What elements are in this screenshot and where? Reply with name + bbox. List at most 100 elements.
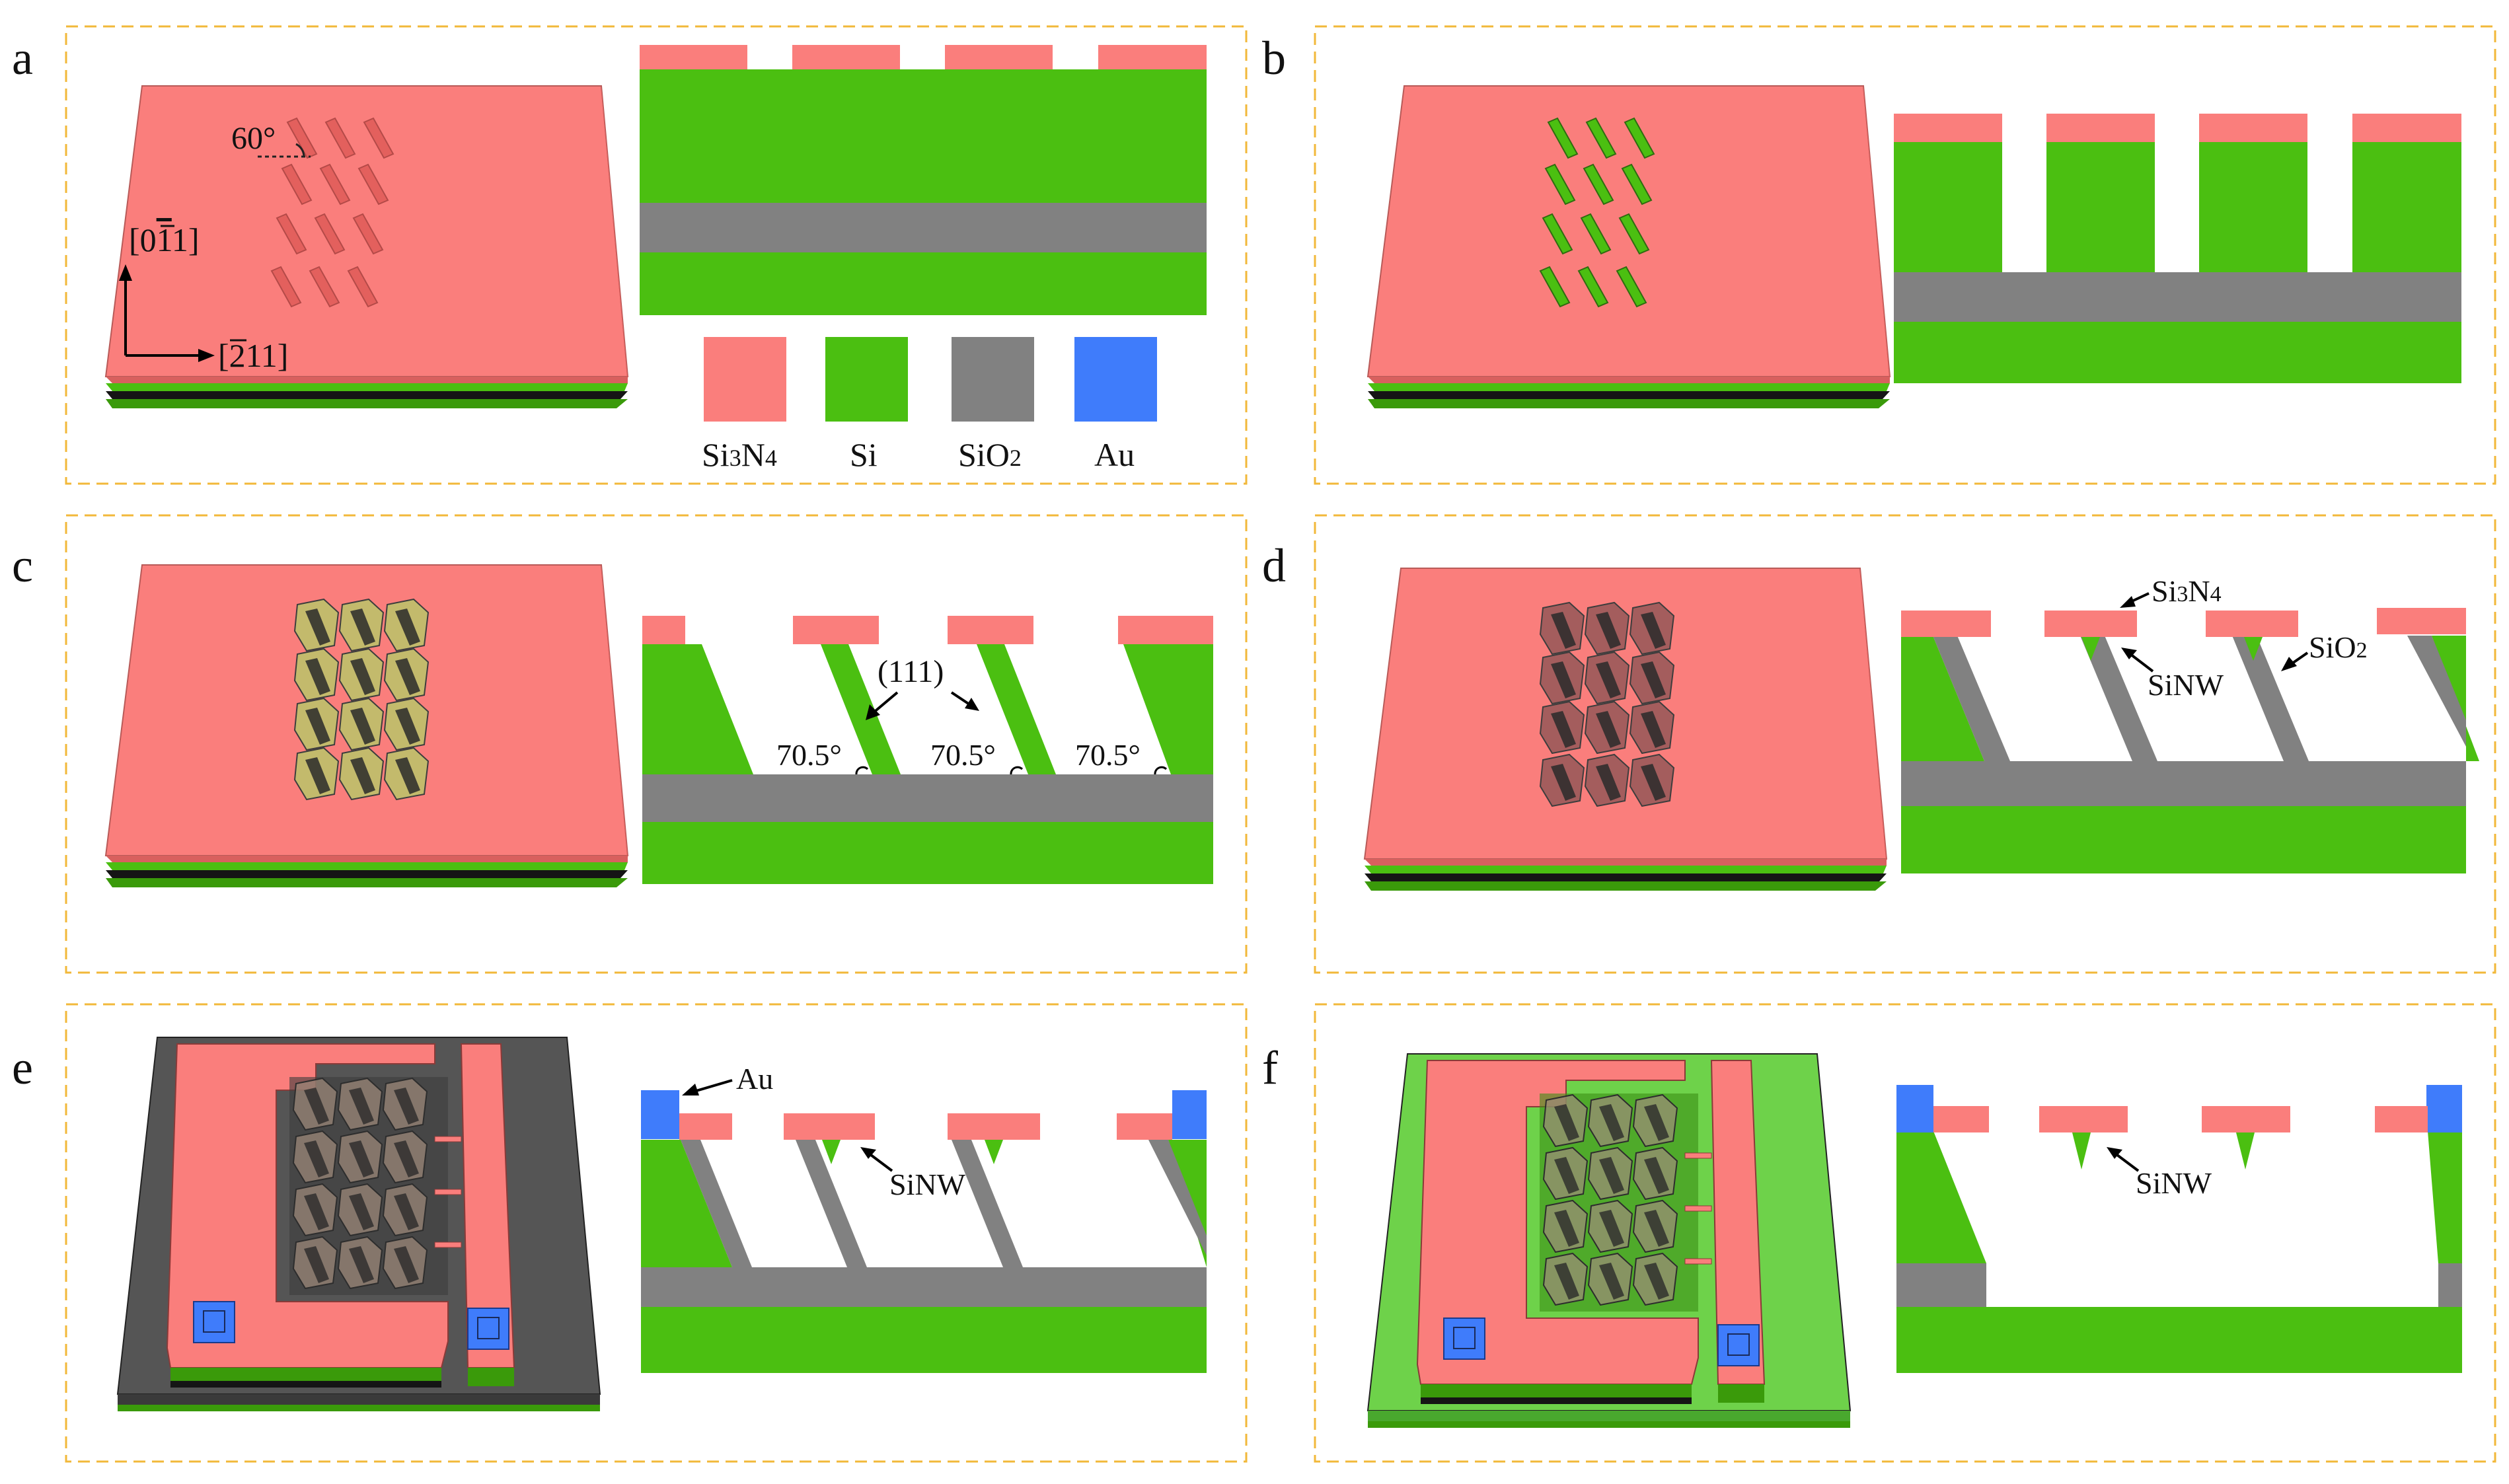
legend-swatch-au xyxy=(1074,337,1157,422)
si-wedge xyxy=(1901,636,1984,761)
si3n4-mask xyxy=(642,616,685,644)
pit-shadow xyxy=(350,757,375,794)
wafer-layer xyxy=(106,399,628,408)
frame-edge-dark xyxy=(1421,1397,1692,1404)
wafer-layer xyxy=(1365,873,1887,881)
sinw-triangle xyxy=(2236,1132,2255,1169)
legend-label-sio2: SiO2 xyxy=(958,436,1022,473)
pit-shadow xyxy=(1599,1157,1624,1194)
pit-shadow xyxy=(1554,1263,1579,1300)
pit-shadow xyxy=(394,1246,419,1283)
si-wedge xyxy=(1896,1131,1986,1263)
etched-slot xyxy=(1547,117,1579,159)
si3n4-mask xyxy=(948,616,1033,644)
au-pad xyxy=(467,1308,509,1350)
nanowire-bridge xyxy=(434,1136,462,1142)
mask-window xyxy=(286,117,318,159)
si3n4-mask xyxy=(640,45,747,69)
slot-array-a xyxy=(270,117,394,308)
panel-b-label: b xyxy=(1262,32,1286,85)
si3n4-mask xyxy=(679,1113,732,1140)
si3n4-mask xyxy=(2375,1106,2428,1132)
axis-up-arrowhead xyxy=(119,264,132,281)
pit-shadow xyxy=(394,1193,419,1230)
sinw-triangle xyxy=(2244,637,2263,661)
si-wedge xyxy=(642,644,753,774)
pit-shadow xyxy=(304,1140,329,1177)
pit-shadow xyxy=(1554,1104,1579,1141)
mask-window xyxy=(363,117,394,159)
sinw-arrowhead xyxy=(860,1147,876,1159)
panel-e-label: e xyxy=(12,1041,33,1094)
sio2-sidewall xyxy=(1933,636,2010,761)
pit-shadow xyxy=(350,609,375,646)
pit-shadow xyxy=(1551,711,1576,748)
angle-70-5-label: 70.5° xyxy=(1075,738,1141,772)
si3n4-mask xyxy=(2046,114,2155,142)
nanowire-bridge xyxy=(434,1189,462,1195)
panel-d-label: d xyxy=(1262,539,1286,592)
etched-slot xyxy=(1544,163,1576,205)
sio2-remnant xyxy=(2438,1263,2462,1307)
bar-edge xyxy=(1718,1384,1764,1403)
sinw-arrow xyxy=(2129,653,2154,673)
cross-section-a xyxy=(640,45,1207,315)
mask-window xyxy=(357,163,389,205)
si3n4-mask xyxy=(2044,611,2137,637)
pit-shadow xyxy=(1551,661,1576,698)
pit-shadow xyxy=(349,1193,374,1230)
plane-111-arrow xyxy=(871,691,899,715)
au-pad-inner xyxy=(1453,1327,1476,1349)
au-pad xyxy=(1896,1085,1933,1132)
sio2-layer xyxy=(640,203,1207,252)
plane-111-arrowhead xyxy=(965,698,979,711)
si-wedge xyxy=(641,1140,732,1267)
pit-shadow xyxy=(395,757,420,794)
pit-shadow xyxy=(1599,1263,1624,1300)
angle-70-5-label: 70.5° xyxy=(776,738,842,772)
legend: Si3N4 Si SiO2 Au xyxy=(702,337,1157,473)
nanowire-bridge xyxy=(1684,1205,1712,1212)
sinw-triangle xyxy=(2072,1132,2091,1169)
cross-section-e: Au SiNW xyxy=(641,1062,1207,1373)
etched-slot xyxy=(1585,117,1617,159)
pit-shadow xyxy=(305,708,330,745)
etched-slot xyxy=(1583,163,1614,205)
si3n4-mask xyxy=(1118,616,1213,644)
si3n4-mask xyxy=(2199,114,2307,142)
si-substrate xyxy=(1894,322,2461,383)
sio2-sidewall xyxy=(681,1140,752,1267)
sio2-arrowhead xyxy=(2281,657,2297,671)
nanowire-bridge xyxy=(1684,1258,1712,1265)
sio2-sidewall xyxy=(2232,636,2309,761)
device-3d-e xyxy=(116,1037,601,1411)
pit-shadow xyxy=(1641,612,1666,649)
legend-label-si3n4: Si3N4 xyxy=(702,436,777,473)
pit-array-d xyxy=(1539,601,1675,807)
sinw-triangle xyxy=(985,1140,1003,1164)
au-pad xyxy=(641,1090,679,1139)
au-pad-inner xyxy=(203,1310,225,1333)
si3n4-mask xyxy=(1901,611,1991,637)
sinw-arrow xyxy=(870,1154,893,1172)
si3n4-mask xyxy=(1933,1106,1989,1132)
sio2-layer xyxy=(642,774,1213,822)
mask-window xyxy=(314,213,346,255)
angle-70-5-label: 70.5° xyxy=(930,738,996,772)
pit-shadow xyxy=(395,609,420,646)
cross-section-c: (111) 70.5° 70.5° 70.5° xyxy=(642,616,1213,884)
pit-shadow xyxy=(1644,1157,1669,1194)
si3n4-mask xyxy=(1894,114,2002,142)
legend-label-au: Au xyxy=(1094,436,1135,473)
pit-shadow xyxy=(395,658,420,695)
pit-shadow xyxy=(350,658,375,695)
sinw-arrowhead xyxy=(2121,648,2137,659)
direction-right-label: [211] xyxy=(218,337,288,374)
panel-b-frame xyxy=(1314,25,2496,485)
si-pillar xyxy=(2046,142,2155,272)
sio2-layer xyxy=(641,1267,1207,1307)
sio2-label: SiO2 xyxy=(2309,630,2368,664)
panel-f-frame xyxy=(1314,1003,2496,1463)
legend-swatch-si3n4 xyxy=(704,337,786,422)
